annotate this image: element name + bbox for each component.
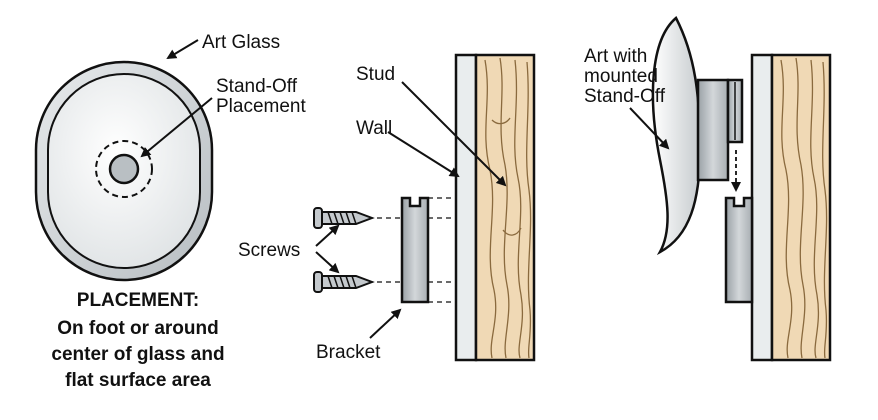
art-leader-arrow xyxy=(629,107,670,150)
standoff-mount xyxy=(696,78,744,182)
wall-bracket-2 xyxy=(724,196,754,304)
standoff-label-line1: Stand-Off xyxy=(216,76,298,97)
bracket-body-2 xyxy=(724,196,754,304)
bracket-alignment-lines xyxy=(368,197,456,303)
standoff-dot xyxy=(108,153,140,185)
screw-top xyxy=(313,207,375,229)
art-glass-leader-arrow xyxy=(166,39,199,60)
stud-wood-2 xyxy=(770,53,832,362)
stud-leader-arrow xyxy=(401,81,507,187)
caption-line2: On foot or around xyxy=(57,318,218,339)
wall-label: Wall xyxy=(356,118,392,139)
standoff-placement-zone xyxy=(95,140,153,198)
wall-drywall xyxy=(454,53,478,362)
screw-bottom xyxy=(313,271,375,293)
bracket-leader-arrow xyxy=(369,308,402,339)
art-piece-side xyxy=(651,16,702,256)
art-glass-label: Art Glass xyxy=(202,32,280,53)
wall-section-1 xyxy=(454,53,536,362)
placement-caption: PLACEMENT: On foot or around center of g… xyxy=(51,290,224,391)
screws-label: Screws xyxy=(238,240,300,261)
art-glass-profile xyxy=(651,16,702,256)
standoff-body xyxy=(696,78,730,182)
art-glass-figure xyxy=(34,39,214,282)
standoff-leader-arrow xyxy=(140,97,213,158)
caption-line1: PLACEMENT: xyxy=(77,290,199,311)
wood-grain xyxy=(484,57,532,359)
art-label-line3: Stand-Off xyxy=(584,86,666,107)
art-label-line2: mounted xyxy=(584,66,658,87)
wall-drywall-2 xyxy=(750,53,774,362)
wall-section-2 xyxy=(750,53,832,362)
middle-leader-arrows xyxy=(315,81,507,339)
screw-leader-arrow-top xyxy=(315,224,340,247)
stud-wood xyxy=(474,53,536,362)
screw-leader-arrow-bottom xyxy=(315,251,340,274)
standoff-label-line2: Placement xyxy=(216,96,306,117)
stud-label: Stud xyxy=(356,64,395,85)
bracket xyxy=(400,196,430,304)
bracket-body xyxy=(400,196,430,304)
caption-line4: flat surface area xyxy=(65,370,211,391)
bracket-label: Bracket xyxy=(316,342,381,363)
caption-line3: center of glass and xyxy=(51,344,224,365)
wood-grain-2 xyxy=(780,57,828,359)
art-label-line1: Art with xyxy=(584,46,647,67)
wall-leader-arrow xyxy=(387,131,460,178)
